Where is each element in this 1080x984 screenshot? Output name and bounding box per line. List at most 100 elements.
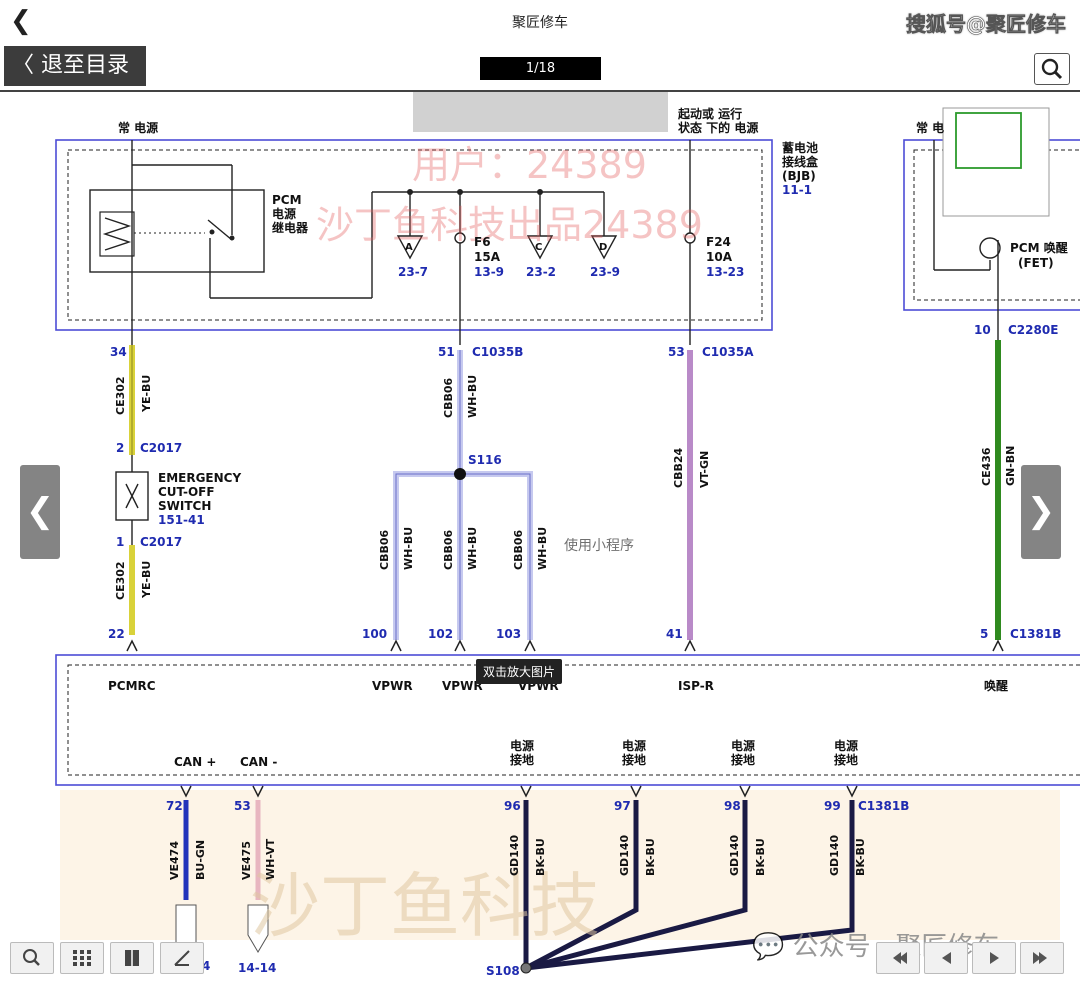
ref-1414-b: 14-14 [238,961,276,975]
pin-72: 72 [166,799,183,813]
wire-color-bkbu-96: BK-BU [534,838,547,876]
conn-c1381b-a: C1381B [1010,627,1061,641]
wire-color-bkbu-98: BK-BU [754,838,767,876]
last-page-button[interactable] [1020,942,1064,974]
connector-d: D [599,242,607,253]
book-icon [125,950,139,966]
top-bar: ❮ 聚匠修车 搜狐号@聚匠修车 [0,0,1080,45]
wire-color-whbu-100: WH-BU [402,527,415,570]
pin-5: 5 [980,627,988,641]
pin-1: 1 [116,535,124,549]
previous-page-button[interactable] [924,942,968,974]
share-icon [174,950,190,966]
page-thumb-strip [413,92,668,132]
label-bjb-3: (BJB) [782,169,816,183]
pin-96: 96 [504,799,521,813]
pin-103: 103 [496,627,521,641]
pin-isp-r: ISP-R [678,679,714,693]
fuse-f24-amp: 10A [706,250,733,264]
pin-99: 99 [824,799,841,813]
bottom-toolbar [0,938,1080,984]
conn-c1035a: C1035A [702,345,754,359]
pin-53a: 53 [668,345,685,359]
pin-34: 34 [110,345,127,359]
wire-color-yebu-a: YE-BU [140,375,153,413]
gnd-99-2: 接地 [834,752,858,767]
wire-label-cbb06-main: CBB06 [442,378,455,418]
fuse-f24-ref: 13-23 [706,265,744,279]
next-page-button[interactable]: ❯ [1021,465,1061,559]
wire-color-gnbn: GN-BN [1004,446,1017,486]
zoom-button[interactable] [10,942,54,974]
gnd-97-1: 电源 [622,738,646,753]
wire-color-whbu-main: WH-BU [466,375,479,418]
ref-a: 23-7 [398,265,428,279]
user-watermark: 用户：24389 [412,143,647,187]
label-emergency-4: 151-41 [158,513,205,527]
first-page-button[interactable] [876,942,920,974]
connector-a: A [405,242,413,253]
pin-wake: 唤醒 [984,678,1008,693]
wire-color-yebu-b: YE-BU [140,561,153,599]
label-emergency-3: SWITCH [158,499,211,513]
pin-102: 102 [428,627,453,641]
wire-color-whbu-102: WH-BU [466,527,479,570]
first-page-icon [893,952,907,964]
wire-label-gd140-96: GD140 [508,835,521,876]
grid-view-button[interactable] [60,942,104,974]
next-page-bottom-button[interactable] [972,942,1016,974]
gnd-99-1: 电源 [834,738,858,753]
pin-can-plus: CAN + [174,755,216,769]
wire-color-whbu-103: WH-BU [536,527,549,570]
label-pcm-wake-1: PCM 唤醒 [1010,240,1068,255]
page-title: 聚匠修车 [512,15,568,31]
last-page-icon [1033,952,1047,964]
conn-c2280e: C2280E [1008,323,1058,337]
label-bjb-1: 蓄电池 [782,140,818,155]
wire-label-ve474: VE474 [168,841,181,880]
share-button[interactable] [160,942,204,974]
label-emergency-1: EMERGENCY [158,471,241,485]
back-arrow-icon[interactable]: ❮ [10,6,32,36]
gnd-96-2: 接地 [510,752,534,767]
wire-label-cbb06-103: CBB06 [512,530,525,570]
label-pcm-wake-2: (FET) [1018,256,1054,270]
conn-c1381b-b: C1381B [858,799,909,813]
label-bjb-2: 接线盒 [782,154,819,169]
bookmark-button[interactable] [110,942,154,974]
back-to-toc-button[interactable]: 〈 退至目录 [4,46,146,86]
splice-s108: S108 [486,964,520,978]
label-pcm-relay-2: 电源 [272,206,296,221]
fuse-f6-ref: 13-9 [474,265,504,279]
pin-vpwr-100: VPWR [372,679,413,693]
prev-page-button[interactable]: ❮ [20,465,60,559]
pin-can-minus: CAN - [240,755,277,769]
pin-22: 22 [108,627,125,641]
wire-color-bkbu-97: BK-BU [644,838,657,876]
pin-10: 10 [974,323,991,337]
wire-label-ce302-a: CE302 [114,376,127,415]
pin-98: 98 [724,799,741,813]
wire-color-bkbu-99: BK-BU [854,838,867,876]
bjb-module [55,139,773,331]
ref-d: 23-9 [590,265,620,279]
label-bjb-4: 11-1 [782,183,812,197]
label-pcm-relay-1: PCM [272,193,302,207]
pcm-inner [67,664,1080,776]
sohu-watermark: 搜狐号@聚匠修车 [906,12,1067,37]
label-run-power-2: 状态 下的 电源 [678,120,758,135]
gnd-97-2: 接地 [622,752,646,767]
wire-label-ve475: VE475 [240,841,253,880]
wire-color-bugn: BU-GN [194,840,207,880]
pcm-relay [89,189,265,273]
wiring-diagram: 用户：24389 沙丁鱼科技出品24389 使用小程序 沙丁鱼科技 常 电源 常… [0,90,1080,984]
fuse-f24: F24 [706,235,731,249]
connector-c: C [535,242,542,253]
search-button[interactable] [1034,53,1070,85]
label-emergency-2: CUT-OFF [158,485,215,499]
gnd-96-1: 电源 [510,738,534,753]
company-watermark: 沙丁鱼科技出品24389 [316,203,703,247]
pin-41: 41 [666,627,683,641]
conn-c1035b: C1035B [472,345,523,359]
wire-label-ce302-b: CE302 [114,561,127,600]
